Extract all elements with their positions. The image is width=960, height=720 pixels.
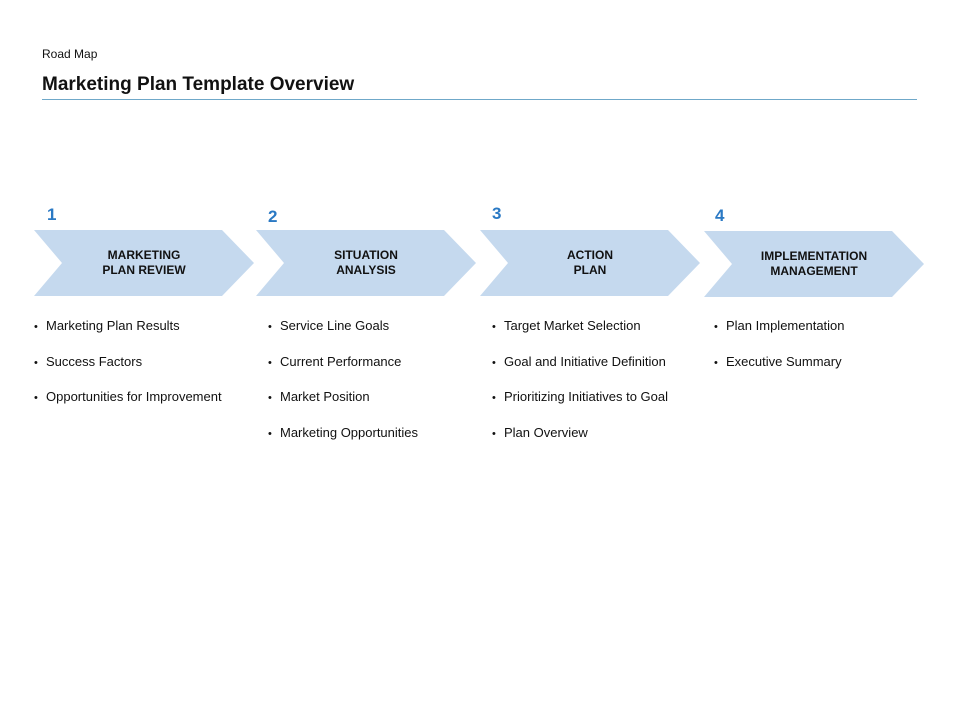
step-number: 1 xyxy=(47,205,57,224)
list-item: •Prioritizing Initiatives to Goal xyxy=(492,389,669,404)
list-item: •Executive Summary xyxy=(714,353,842,369)
step-4: 4 IMPLEMENTATION MANAGEMENT •Plan Implem… xyxy=(704,200,934,460)
step-bullets: •Plan Implementation •Executive Summary xyxy=(714,318,845,389)
page-title: Marketing Plan Template Overview xyxy=(42,74,355,95)
step-chevron: IMPLEMENTATION MANAGEMENT xyxy=(704,231,924,297)
list-item-text: Opportunities for Improvement xyxy=(46,389,222,404)
chevron-shape xyxy=(34,230,254,296)
chevron-shape xyxy=(480,230,700,296)
list-item: •Opportunities for Improvement xyxy=(34,389,222,404)
step-2: 2 SITUATION ANALYSIS •Service Line Goals… xyxy=(256,200,486,460)
kicker-label: Road Map xyxy=(42,47,98,61)
step-bullets: •Service Line Goals •Current Performance… xyxy=(268,318,418,460)
step-label: ACTION PLAN xyxy=(567,248,613,277)
step-bullets: •Marketing Plan Results •Success Factors… xyxy=(34,318,222,425)
list-item: •Goal and Initiative Definition xyxy=(492,353,666,369)
step-chevron: MARKETING PLAN REVIEW xyxy=(34,230,254,296)
step-label: SITUATION ANALYSIS xyxy=(334,248,398,277)
list-item: •Target Market Selection xyxy=(492,318,641,333)
step-label: MARKETING PLAN REVIEW xyxy=(102,248,186,277)
list-item-text: Success Factors xyxy=(46,353,143,369)
list-item: •Plan Overview xyxy=(492,424,588,440)
list-item: •Marketing Plan Results xyxy=(34,318,180,333)
list-item: •Success Factors xyxy=(34,353,143,369)
list-item-text: Prioritizing Initiatives to Goal xyxy=(504,389,669,404)
chevron-shape xyxy=(704,231,924,297)
step-label: IMPLEMENTATION MANAGEMENT xyxy=(760,249,868,278)
step-number: 2 xyxy=(268,207,278,226)
list-item: •Market Position xyxy=(268,389,370,404)
list-item-text: Marketing Opportunities xyxy=(280,424,419,440)
list-item-text: Plan Overview xyxy=(504,424,588,440)
title-rule xyxy=(42,99,917,100)
list-item-text: Target Market Selection xyxy=(504,318,641,333)
step-number: 4 xyxy=(715,206,725,225)
list-item: •Plan Implementation xyxy=(714,318,845,333)
list-item: •Marketing Opportunities xyxy=(268,424,419,440)
list-item: •Current Performance xyxy=(268,353,402,369)
list-item-text: Goal and Initiative Definition xyxy=(504,353,666,369)
step-1: 1 MARKETING PLAN REVIEW •Marketing Plan … xyxy=(34,200,264,460)
step-chevron: SITUATION ANALYSIS xyxy=(256,230,476,296)
step-3: 3 ACTION PLAN •Target Market Selection •… xyxy=(480,200,710,460)
list-item-text: Plan Implementation xyxy=(726,318,845,333)
step-number: 3 xyxy=(492,204,502,223)
step-chevron: ACTION PLAN xyxy=(480,230,700,296)
list-item-text: Current Performance xyxy=(280,353,402,369)
list-item: •Service Line Goals xyxy=(268,318,390,333)
chevron-shape xyxy=(256,230,476,296)
list-item-text: Market Position xyxy=(280,389,370,404)
step-bullets: •Target Market Selection •Goal and Initi… xyxy=(492,318,668,460)
list-item-text: Executive Summary xyxy=(726,353,842,369)
list-item-text: Marketing Plan Results xyxy=(46,318,180,333)
list-item-text: Service Line Goals xyxy=(280,318,390,333)
